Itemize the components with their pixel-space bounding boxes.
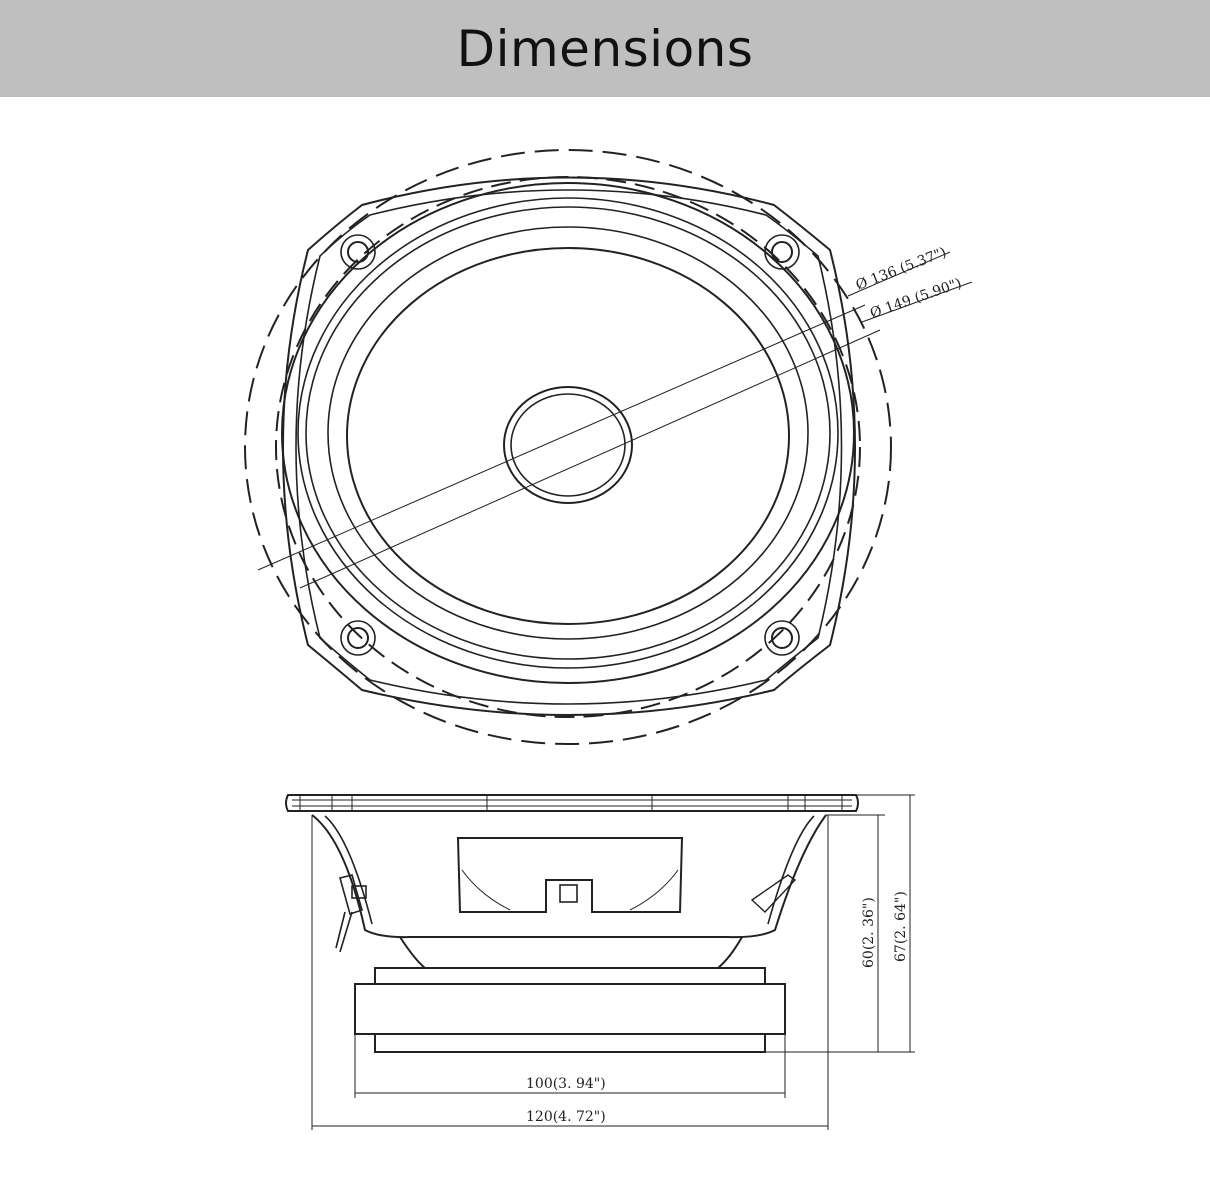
surround-mid [305, 206, 831, 660]
basket-frame-inner [295, 189, 843, 705]
basket-inner [324, 815, 373, 925]
header-bar: Dimensions [0, 0, 1210, 97]
dust-cap-inner [510, 393, 626, 497]
basket-inner-r [767, 815, 815, 925]
top-plate [374, 967, 766, 985]
side-view: 60(2. 36") 67(2. 64") 100(3. 94") 120(4.… [285, 794, 915, 1130]
tab-square [559, 884, 578, 903]
basket-body [311, 814, 827, 939]
page-title: Dimensions [456, 19, 754, 78]
surround-outer [297, 197, 839, 669]
surround-inner [327, 226, 809, 640]
back-plate [374, 1033, 766, 1053]
flange [285, 794, 859, 812]
mounting-hole-bl [340, 620, 376, 656]
dim-label-67: 67(2. 64") [893, 891, 909, 962]
magnet [354, 983, 786, 1035]
diameter-line-136 [257, 304, 866, 571]
leader-136 [847, 251, 951, 297]
basket-window [456, 837, 684, 913]
dust-cap-outer [503, 386, 633, 504]
mounting-hole-tr [764, 234, 800, 270]
leader-149 [861, 281, 973, 323]
dim-label-60: 60(2. 36") [861, 897, 877, 968]
dim-label-100: 100(3. 94") [526, 1076, 606, 1092]
cone-edge [346, 247, 790, 625]
mounting-hole-br [764, 620, 800, 656]
terminal [335, 874, 367, 953]
diameter-line-149 [299, 329, 881, 589]
front-view: Ø 136 (5.37") Ø 149 (5.90") [244, 149, 973, 745]
dim-label-120: 120(4. 72") [526, 1109, 606, 1125]
outer-dashed-circle [244, 149, 892, 745]
mounting-hole-tl [340, 234, 376, 270]
cone-back [399, 936, 743, 969]
basket-frame [282, 176, 856, 716]
frame-ring [281, 182, 855, 684]
